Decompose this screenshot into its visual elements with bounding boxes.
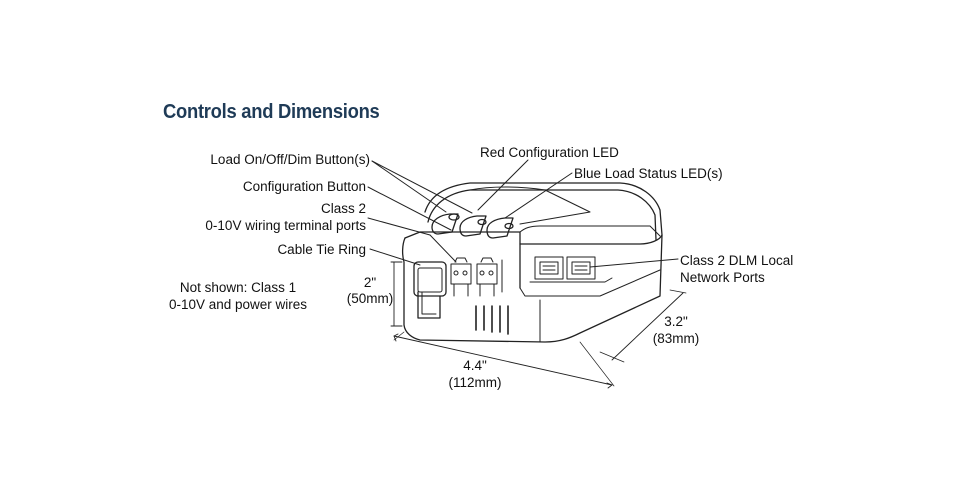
label-load-button: Load On/Off/Dim Button(s)	[210, 152, 370, 167]
load-button-1	[431, 213, 459, 235]
label-config-button: Configuration Button	[242, 179, 366, 194]
leader-load-2	[371, 160, 473, 214]
callout-lines	[367, 159, 679, 268]
leader-red-led	[477, 159, 529, 211]
dim-height-mm: (50mm)	[346, 291, 394, 306]
label-class2-line1: Class 2	[320, 201, 366, 216]
leader-class2-b	[429, 234, 457, 263]
load-button-3	[486, 217, 514, 239]
leader-dlm	[589, 258, 679, 268]
label-blue-led: Blue Load Status LED(s)	[574, 166, 723, 181]
label-not-shown-line2: 0-10V and power wires	[168, 297, 308, 312]
dim-depth-in: 3.2"	[664, 314, 688, 329]
cable-tie-ring	[413, 261, 447, 319]
leader-blue-led	[504, 172, 573, 219]
label-class2-line2: 0-10V wiring terminal ports	[205, 218, 366, 233]
button-group	[431, 213, 514, 239]
label-dlm-line2: Network Ports	[680, 270, 765, 285]
label-not-shown-line1: Not shown: Class 1	[179, 280, 297, 295]
red-led-icon	[477, 218, 487, 226]
page-title: Controls and Dimensions	[163, 101, 380, 123]
dimension-lines	[390, 261, 687, 389]
label-dlm-line1: Class 2 DLM Local	[680, 253, 794, 268]
leader-class2-a	[367, 217, 431, 236]
label-red-led: Red Configuration LED	[480, 145, 619, 160]
terminal-ports	[450, 257, 498, 297]
blue-led-icon	[504, 222, 514, 230]
leader-config	[367, 186, 452, 231]
dim-height-in: 2"	[363, 275, 377, 290]
leader-cable-tie	[369, 248, 421, 266]
config-button-icon	[448, 213, 460, 221]
dim-depth-mm: (83mm)	[652, 331, 700, 346]
dim-width-in: 4.4"	[463, 358, 487, 373]
leader-load-1	[371, 160, 447, 213]
network-ports	[534, 256, 596, 280]
device-body	[401, 182, 663, 343]
dim-width-mm: (112mm)	[448, 375, 502, 390]
label-cable-tie: Cable Tie Ring	[277, 242, 366, 257]
vent-slots	[475, 305, 509, 335]
